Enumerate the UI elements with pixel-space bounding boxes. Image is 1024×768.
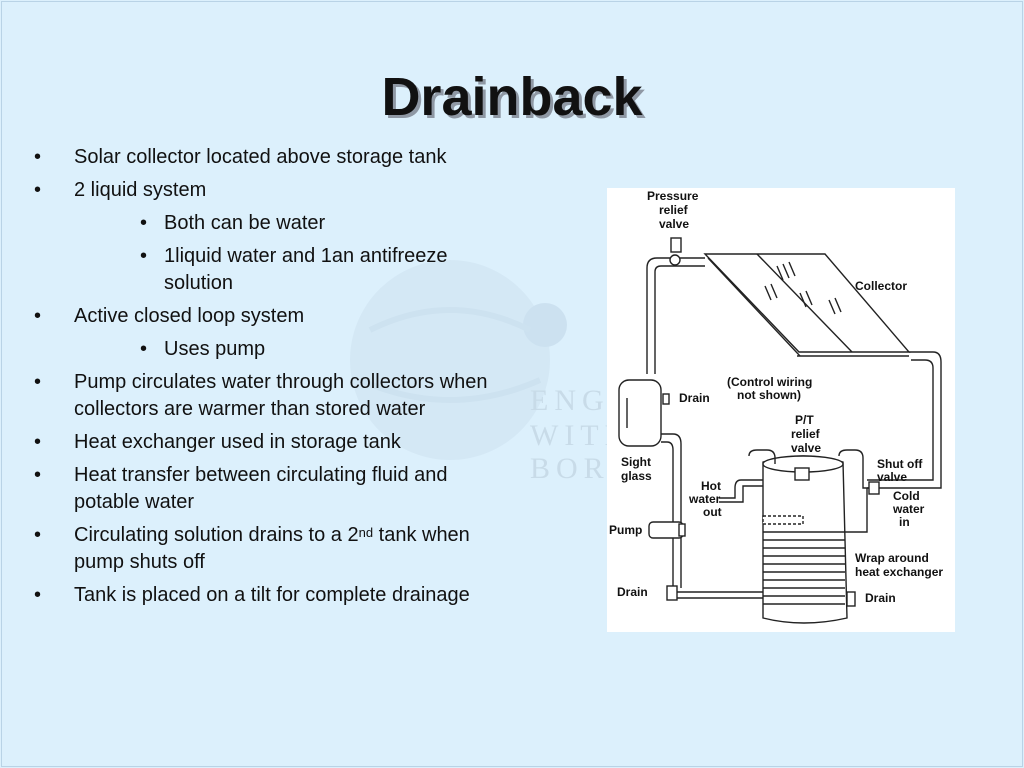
bullet-text: Pump circulates water through collectors… [74,371,488,420]
collector-frame-edge [707,257,801,357]
bullet-item: • Circulating solution drains to a 2nd ta… [30,522,500,576]
bullet-dot: • [34,464,42,486]
pt-relief-valve-label: P/T [795,413,814,427]
pressure-relief-valve-label: relief [659,203,689,217]
bullet-dot: • [140,245,148,267]
heat-exchanger-label: heat exchanger [855,565,943,579]
pump-body [648,521,684,539]
bullet-text: Solar collector located above storage ta… [74,146,447,168]
cold-water-in-label: in [899,515,910,529]
pressure-relief-valve-label: Pressure [647,189,699,203]
hot-water-out-label: out [703,505,722,519]
bullet-text: Uses pump [164,338,266,360]
ordinal-superscript: nd [358,525,374,540]
cold-water-in-label: water [892,502,925,516]
cold-water-in-label: Cold [893,489,920,503]
bullet-item: • Active closed loop system [30,303,500,330]
drainback-reservoir [618,379,662,447]
collector-label: Collector [855,279,907,293]
bullet-text: Tank is placed on a tilt for complete dr… [74,584,470,606]
solar-collector-panel [703,253,911,353]
bullet-dot: • [34,524,42,546]
bullet-text: Heat transfer between circulating fluid … [74,464,448,513]
drainback-schematic: Pressure relief valve Collector Drain (C… [609,189,943,624]
bullet-dot: • [140,212,148,234]
control-wiring-label: not shown) [737,388,801,402]
drain-left-label: Drain [617,585,648,599]
sub-bullet-item: • Both can be water [30,210,500,237]
bullet-list: • Solar collector located above storage t… [30,144,500,615]
drainback-diagram: Pressure relief valve Collector Drain (C… [607,188,955,632]
watermark-line-3: BORI [530,452,626,485]
shut-off-valve-label: Shut off [877,457,923,471]
pressure-relief-valve-label: valve [659,217,689,231]
control-wiring-label: (Control wiring [727,375,812,389]
sight-glass-label: glass [621,469,652,483]
shut-off-valve-label: valve [877,470,907,484]
bullet-dot: • [34,146,42,168]
pt-relief-valve-label: valve [791,441,821,455]
hot-water-out-label: water [688,492,721,506]
pt-relief-valve-label: relief [791,427,821,441]
bullet-item: • Heat transfer between circulating fluid… [30,462,500,516]
bullet-dot: • [34,584,42,606]
bullet-text: Active closed loop system [74,305,305,327]
bullet-text: Heat exchanger used in storage tank [74,431,401,453]
hot-water-out-label: Hot [701,479,721,493]
drain-right-label: Drain [865,591,896,605]
bullet-dot: • [34,305,42,327]
bullet-dot: • [34,431,42,453]
bullet-item: • Tank is placed on a tilt for complete d… [30,582,500,609]
bullet-text-part: tank when pump shuts off [74,524,470,573]
bullet-text: Both can be water [164,212,326,234]
bullet-text: 1liquid water and 1an antifreeze solutio… [164,245,448,294]
bullet-item: • Solar collector located above storage t… [30,144,500,171]
bullet-dot: • [34,179,42,201]
pump-label: Pump [609,523,642,537]
sub-bullet-item: • Uses pump [30,336,500,363]
bullet-dot: • [140,338,148,360]
sight-glass-label: Sight [621,455,651,469]
bullet-text: 2 liquid system [74,179,207,201]
bullet-item: • Heat exchanger used in storage tank [30,429,500,456]
drain-top-label: Drain [679,391,710,405]
heat-exchanger-label: Wrap around [855,551,929,565]
sub-bullet-item: • 1liquid water and 1an antifreeze soluti… [30,243,500,297]
bullet-text-part: Circulating solution drains to a 2 [74,524,359,546]
bullet-dot: • [34,371,42,393]
bullet-item: • 2 liquid system [30,177,500,204]
slide-title: Drainback [381,67,643,127]
bullet-item: • Pump circulates water through collector… [30,369,500,423]
